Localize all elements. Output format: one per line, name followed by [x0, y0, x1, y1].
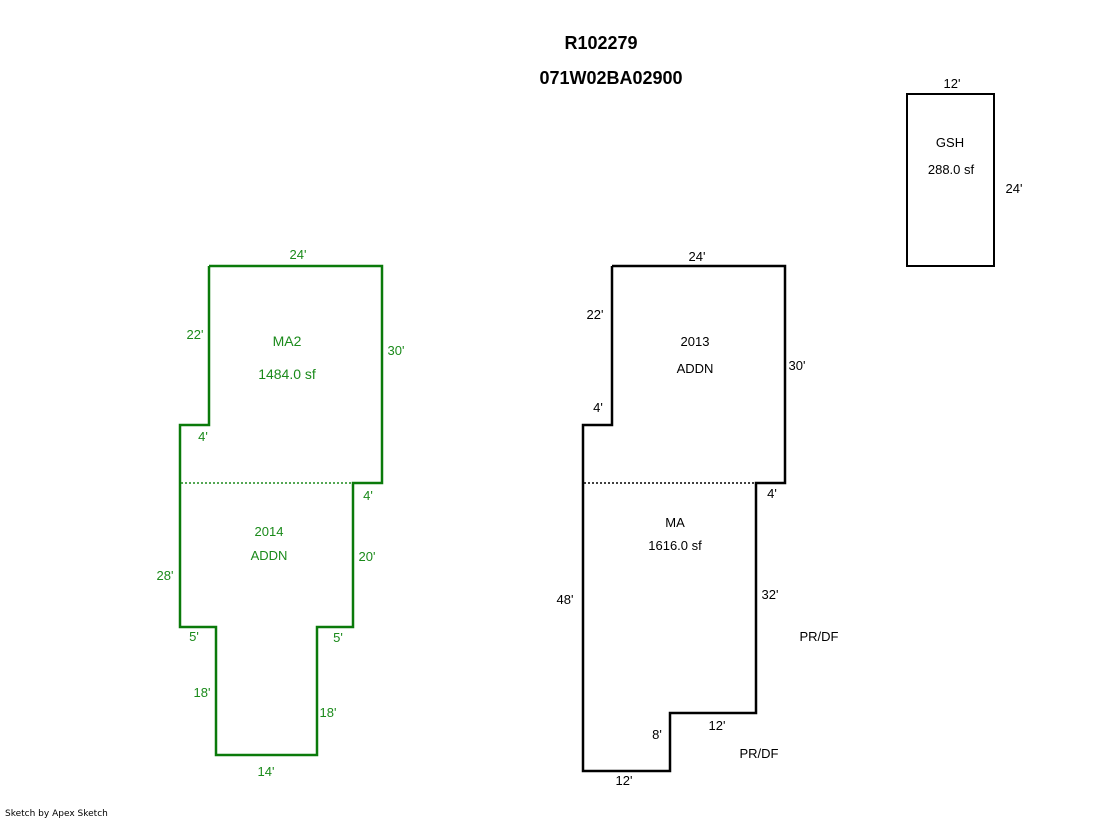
addition-year: 2014: [255, 524, 284, 539]
dim-label: 48': [557, 592, 574, 607]
dim-label: 14': [258, 764, 275, 779]
dim-label: 12': [709, 718, 726, 733]
dim-label: 24': [290, 247, 307, 262]
left-outline: [178, 264, 384, 757]
dim-label: 22': [187, 327, 204, 342]
dim-label: 8': [652, 727, 662, 742]
right-outline: [581, 264, 787, 773]
dim-label: 20': [359, 549, 376, 564]
dim-label: 24': [689, 249, 706, 264]
dim-label: 18': [320, 705, 337, 720]
area-name: MA2: [273, 333, 302, 349]
area-size: 1484.0 sf: [258, 366, 316, 382]
area-size: 1616.0 sf: [648, 538, 702, 553]
area-size: 288.0 sf: [928, 162, 975, 177]
dim-label: 5': [333, 630, 343, 645]
area-name: MA: [665, 515, 685, 530]
porch-label: PR/DF: [740, 746, 779, 761]
dim-label: 12': [616, 773, 633, 788]
dim-label: 30': [789, 358, 806, 373]
dim-label: 28': [157, 568, 174, 583]
addition-type: ADDN: [251, 548, 288, 563]
dim-label: 4': [593, 400, 603, 415]
dim-label: 24': [1006, 181, 1023, 196]
dim-label: 12': [944, 76, 961, 91]
map-taxlot: 071W02BA02900: [539, 68, 682, 88]
addition-year: 2013: [681, 334, 710, 349]
dim-label: 4': [198, 429, 208, 444]
sketch-gsh: 12' 24' GSH 288.0 sf: [906, 76, 1023, 267]
gsh-outline: [906, 93, 995, 267]
area-name: GSH: [936, 135, 964, 150]
dim-label: 32': [762, 587, 779, 602]
addition-type: ADDN: [677, 361, 714, 376]
dim-label: 5': [189, 629, 199, 644]
dim-label: 4': [767, 486, 777, 501]
dim-label: 4': [363, 488, 373, 503]
dim-label: 18': [194, 685, 211, 700]
dim-label: 22': [587, 307, 604, 322]
dim-label: 30': [388, 343, 405, 358]
porch-label: PR/DF: [800, 629, 839, 644]
sketch-right: 24' 22' 30' 4' 4' 48' 32' 12' 8' 12' 201…: [557, 249, 839, 788]
sketch-left: 24' 22' 30' 4' 4' 28' 20' 5' 5' 18' 18' …: [157, 247, 405, 779]
credit-text: Sketch by Apex Sketch: [5, 809, 108, 819]
parcel-id: R102279: [564, 33, 637, 53]
